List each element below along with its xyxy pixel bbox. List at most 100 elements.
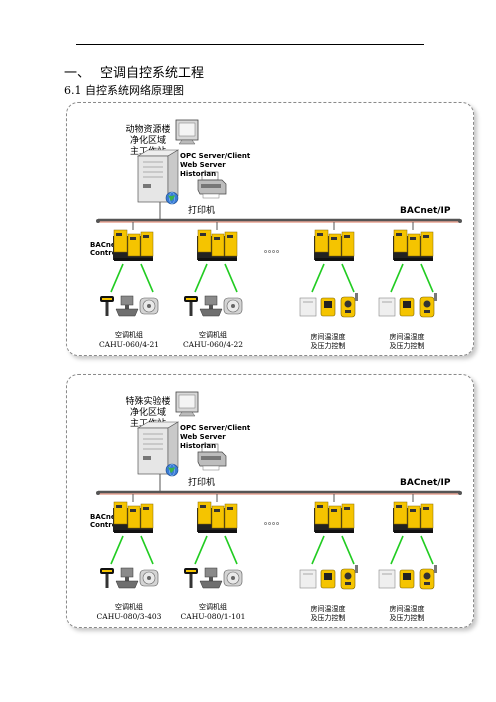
- field-link: [341, 263, 355, 293]
- duct-sensor-icon: [184, 296, 198, 316]
- room-control-label: 房间温湿度: [311, 604, 346, 613]
- workstation-icon: [136, 391, 199, 477]
- humidity-sensor-icon: [340, 565, 358, 590]
- valve-actuator-icon: [115, 567, 139, 589]
- server-role: OPC Server/Client: [180, 424, 251, 432]
- pressure-transmitter-icon: [399, 569, 415, 589]
- controller-icon: [393, 501, 434, 533]
- room-control-label: 房间温湿度: [390, 332, 425, 341]
- controller-label: Controller: [90, 521, 130, 529]
- controller-icon: [314, 229, 355, 261]
- field-link: [420, 535, 434, 565]
- room-control-label: 房间温湿度: [311, 332, 346, 341]
- duct-sensor-icon: [184, 568, 198, 588]
- room-sensor-icon: [299, 569, 317, 589]
- field-link: [224, 535, 238, 565]
- room-control-label: 及压力控制: [311, 613, 346, 622]
- room-control-label: 及压力控制: [390, 613, 425, 622]
- field-link: [390, 263, 404, 293]
- duct-sensor-icon: [100, 296, 114, 316]
- header-rule: [76, 44, 424, 45]
- room-control-label: 及压力控制: [390, 341, 425, 350]
- unit-id: CAHU-060/4-22: [183, 340, 243, 349]
- humidity-sensor-icon: [340, 293, 358, 318]
- station-title-line: 净化区域: [130, 406, 166, 418]
- unit-label: 空调机组: [199, 602, 227, 611]
- unit-label: 空调机组: [115, 602, 143, 611]
- station-title-line: 特殊实验楼: [125, 395, 170, 407]
- network-label: BACnet/IP: [400, 478, 451, 488]
- damper-actuator-icon: [139, 297, 159, 315]
- controller-icon: [314, 501, 355, 533]
- field-link: [194, 263, 208, 293]
- section-title: 空调自控系统工程: [100, 66, 205, 81]
- unit-id: CAHU-080/1-101: [181, 612, 246, 621]
- workstation-icon: [136, 119, 199, 205]
- printer-icon: [197, 443, 227, 471]
- field-link: [140, 263, 154, 293]
- room-control-label: 房间温湿度: [390, 604, 425, 613]
- controller-label: BACnet/IP: [90, 513, 129, 521]
- bus-end: [96, 491, 100, 495]
- room-sensor-icon: [299, 297, 317, 317]
- controller-icon: [393, 229, 434, 261]
- humidity-sensor-icon: [419, 565, 437, 590]
- server-role: Web Server: [180, 433, 226, 441]
- field-link: [390, 535, 404, 565]
- unit-label: 空调机组: [115, 330, 143, 339]
- server-role: Web Server: [180, 161, 226, 169]
- field-link: [341, 535, 355, 565]
- unit-id: CAHU-080/3-403: [97, 612, 162, 621]
- unit-id: CAHU-060/4-21: [99, 340, 159, 349]
- valve-actuator-icon: [199, 295, 223, 317]
- pressure-transmitter-icon: [320, 297, 336, 317]
- bus-end: [96, 219, 100, 223]
- damper-actuator-icon: [139, 569, 159, 587]
- valve-actuator-icon: [115, 295, 139, 317]
- network-label: BACnet/IP: [400, 206, 451, 216]
- damper-actuator-icon: [223, 569, 243, 587]
- controller-icon: [197, 229, 238, 261]
- section-number: 一、: [64, 66, 91, 81]
- unit-label: 空调机组: [199, 330, 227, 339]
- ellipsis-dots: 。。。。: [264, 517, 284, 526]
- damper-actuator-icon: [223, 297, 243, 315]
- room-control-label: 及压力控制: [311, 341, 346, 350]
- bus-end: [458, 219, 462, 223]
- duct-sensor-icon: [100, 568, 114, 588]
- pressure-transmitter-icon: [320, 569, 336, 589]
- pressure-transmitter-icon: [399, 297, 415, 317]
- room-sensor-icon: [378, 297, 396, 317]
- field-link: [110, 535, 124, 565]
- section-heading: 一、空调自控系统工程: [64, 62, 204, 81]
- valve-actuator-icon: [199, 567, 223, 589]
- field-link: [224, 263, 238, 293]
- server-role: Historian: [180, 170, 216, 178]
- room-sensor-icon: [378, 569, 396, 589]
- field-link: [194, 535, 208, 565]
- bus-end: [458, 491, 462, 495]
- controller-icon: [113, 501, 154, 533]
- field-link: [311, 535, 325, 565]
- field-link: [311, 263, 325, 293]
- controller-label: Controller: [90, 249, 130, 257]
- station-title-line: 净化区域: [130, 134, 166, 146]
- server-role: Historian: [180, 442, 216, 450]
- humidity-sensor-icon: [419, 293, 437, 318]
- field-link: [140, 535, 154, 565]
- subsection-heading: 6.1 自控系统网络原理图: [64, 84, 184, 97]
- ellipsis-dots: 。。。。: [264, 245, 284, 254]
- station-title-line: 动物资源楼: [125, 123, 170, 135]
- printer-label: 打印机: [188, 476, 215, 488]
- controller-icon: [197, 501, 238, 533]
- server-role: OPC Server/Client: [180, 152, 251, 160]
- controller-icon: [113, 229, 154, 261]
- controller-label: BACnet/IP: [90, 241, 129, 249]
- printer-icon: [197, 171, 227, 199]
- field-link: [110, 263, 124, 293]
- field-link: [420, 263, 434, 293]
- printer-label: 打印机: [188, 204, 215, 216]
